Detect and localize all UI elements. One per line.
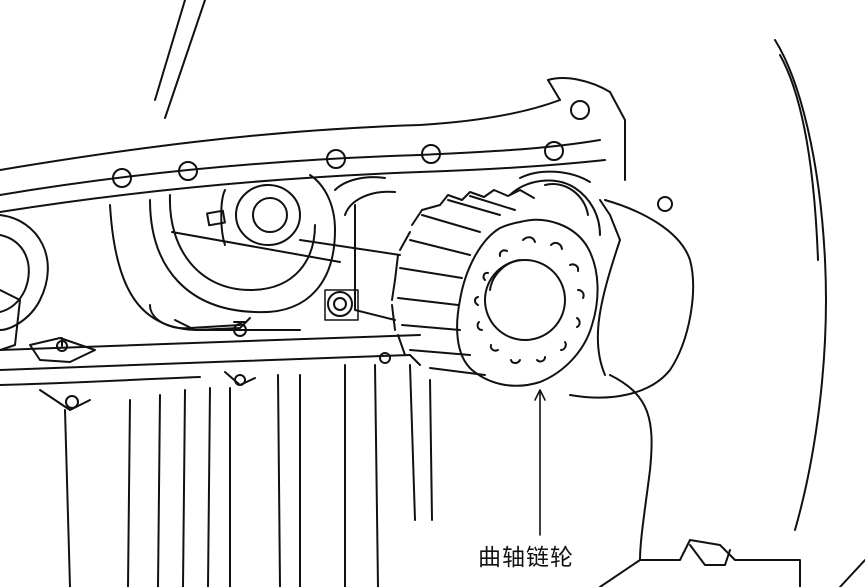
oil-pan-flange xyxy=(0,334,421,411)
front-cover xyxy=(569,199,801,587)
timing-cover-flange xyxy=(0,100,673,213)
crankshaft-sprocket-label: 曲轴链轮 xyxy=(478,545,574,571)
oil-pan-fins xyxy=(64,364,433,587)
pump-housing xyxy=(109,174,401,331)
crankshaft-sprocket xyxy=(391,189,599,387)
tensioner xyxy=(324,176,396,321)
bracket xyxy=(29,304,251,363)
seal-housing xyxy=(509,170,621,241)
block-outline xyxy=(0,0,626,181)
left-housing xyxy=(0,214,49,351)
callout-leader xyxy=(534,389,546,536)
right-edge xyxy=(774,39,865,587)
